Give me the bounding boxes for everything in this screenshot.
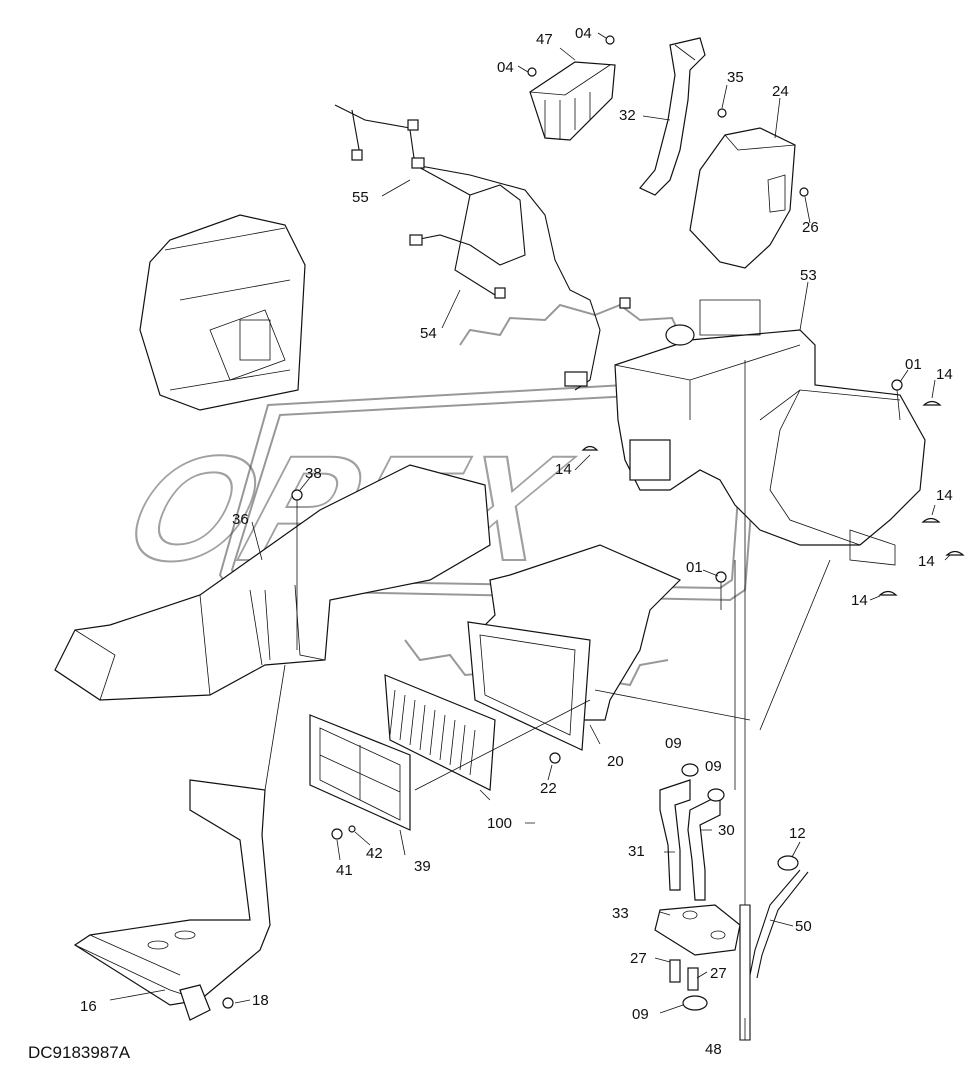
callout-18: 18 (252, 992, 269, 1009)
part-53-heater-unit (614, 299, 926, 566)
callout-04: 04 (575, 25, 592, 42)
callout-01: 01 (905, 356, 922, 373)
callout-50: 50 (795, 918, 812, 935)
part-39-filter-cover (309, 714, 411, 831)
callout-47: 47 (536, 31, 553, 48)
callout-33: 33 (612, 905, 629, 922)
drawing-code: DC9183987A (28, 1043, 131, 1062)
part-16-floor-duct (73, 779, 271, 1021)
callout-14: 14 (936, 487, 953, 504)
callout-32: 32 (619, 107, 636, 124)
callout-14: 14 (555, 461, 572, 478)
callout-35: 35 (727, 69, 744, 86)
callout-27: 27 (630, 950, 647, 967)
part-50-48-drain-hoses (734, 360, 809, 1041)
callout-41: 41 (336, 862, 353, 879)
fasteners (222, 35, 965, 1009)
callout-12: 12 (789, 825, 806, 842)
callout-27: 27 (710, 965, 727, 982)
callout-36: 36 (232, 511, 249, 528)
leader-lines (109, 32, 951, 1040)
callout-09: 09 (705, 758, 722, 775)
part-20-filter-housing (467, 544, 682, 751)
cab-overview-sketch (139, 214, 306, 411)
callout-20: 20 (607, 753, 624, 770)
callout-30: 30 (718, 822, 735, 839)
callout-16: 16 (80, 998, 97, 1015)
part-27-09-fittings (669, 763, 725, 1011)
callout-100: 100 (487, 815, 512, 832)
part-24-duct (689, 127, 796, 269)
part-30-31-heater-hoses (654, 779, 741, 956)
part-32-vent-duct (639, 37, 706, 196)
callout-38: 38 (305, 465, 322, 482)
callout-09: 09 (632, 1006, 649, 1023)
part-36-air-duct (54, 464, 491, 701)
part-55-wiring-harness (334, 104, 631, 391)
callout-42: 42 (366, 845, 383, 862)
part-47-controller-box (529, 61, 616, 141)
part-100-filter-element (384, 674, 496, 791)
callout-14: 14 (936, 366, 953, 383)
callout-53: 53 (800, 267, 817, 284)
callout-04: 04 (497, 59, 514, 76)
callout-01: 01 (686, 559, 703, 576)
callout-55: 55 (352, 189, 369, 206)
callout-09: 09 (665, 735, 682, 752)
callout-48: 48 (705, 1041, 722, 1058)
callout-labels: 47 04 04 35 32 24 55 26 53 54 01 14 14 3… (80, 25, 953, 1058)
callout-14: 14 (851, 592, 868, 609)
callout-39: 39 (414, 858, 431, 875)
callout-31: 31 (628, 843, 645, 860)
callout-26: 26 (802, 219, 819, 236)
callout-14: 14 (918, 553, 935, 570)
callout-54: 54 (420, 325, 437, 342)
callout-24: 24 (772, 83, 789, 100)
callout-22: 22 (540, 780, 557, 797)
